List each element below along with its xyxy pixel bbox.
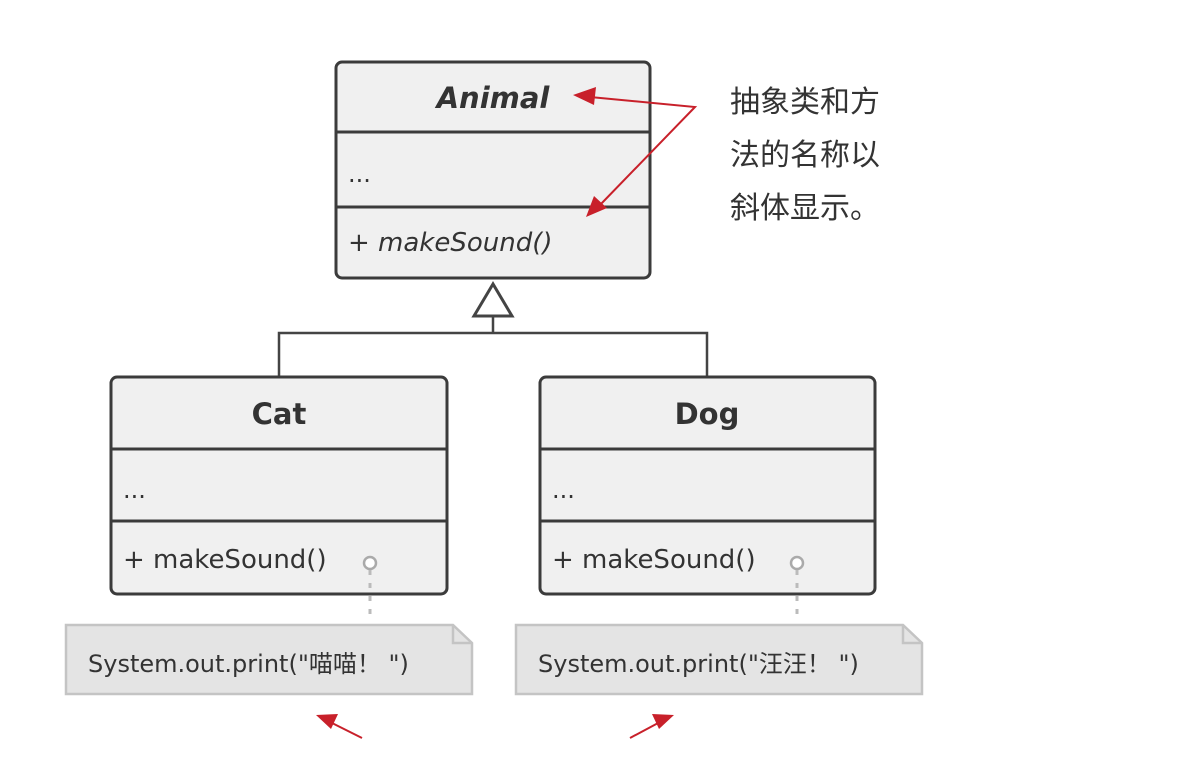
class-name: Animal <box>435 81 551 115</box>
annotation-text: 抽象类和方 法的名称以 斜体显示。 <box>730 85 880 226</box>
note-text: System.out.print("喵喵！ ") <box>88 650 409 678</box>
arrow-head-icon <box>586 196 607 217</box>
arrow-head-icon <box>573 87 596 105</box>
class-method: + makeSound() <box>552 545 756 575</box>
annotation-line: 斜体显示。 <box>730 191 880 226</box>
annotation-arrows <box>316 87 698 739</box>
class-method: + makeSound() <box>348 228 553 258</box>
class-cat: Cat ... + makeSound() <box>109 375 449 615</box>
annotation-line: 法的名称以 <box>730 138 880 173</box>
class-animal: Animal ... + makeSound() <box>334 60 652 280</box>
note-cat: System.out.print("喵喵！ ") <box>64 623 474 696</box>
class-name: Dog <box>675 397 740 431</box>
class-fields: ... <box>552 476 575 504</box>
arrow-head-icon <box>316 714 338 729</box>
inheritance-connector <box>277 281 709 377</box>
note-text: System.out.print("汪汪！ ") <box>538 650 859 678</box>
annotation-line: 抽象类和方 <box>730 85 880 120</box>
note-dog: System.out.print("汪汪！ ") <box>514 623 924 696</box>
note-anchor-icon <box>362 555 378 571</box>
class-name: Cat <box>252 397 307 431</box>
class-dog: Dog ... + makeSound() <box>538 375 877 615</box>
class-fields: ... <box>348 160 371 188</box>
class-fields: ... <box>123 476 146 504</box>
class-method: + makeSound() <box>123 545 327 575</box>
generalization-triangle-icon <box>471 281 515 318</box>
arrow-head-icon <box>652 714 674 729</box>
note-anchor-icon <box>789 555 805 571</box>
